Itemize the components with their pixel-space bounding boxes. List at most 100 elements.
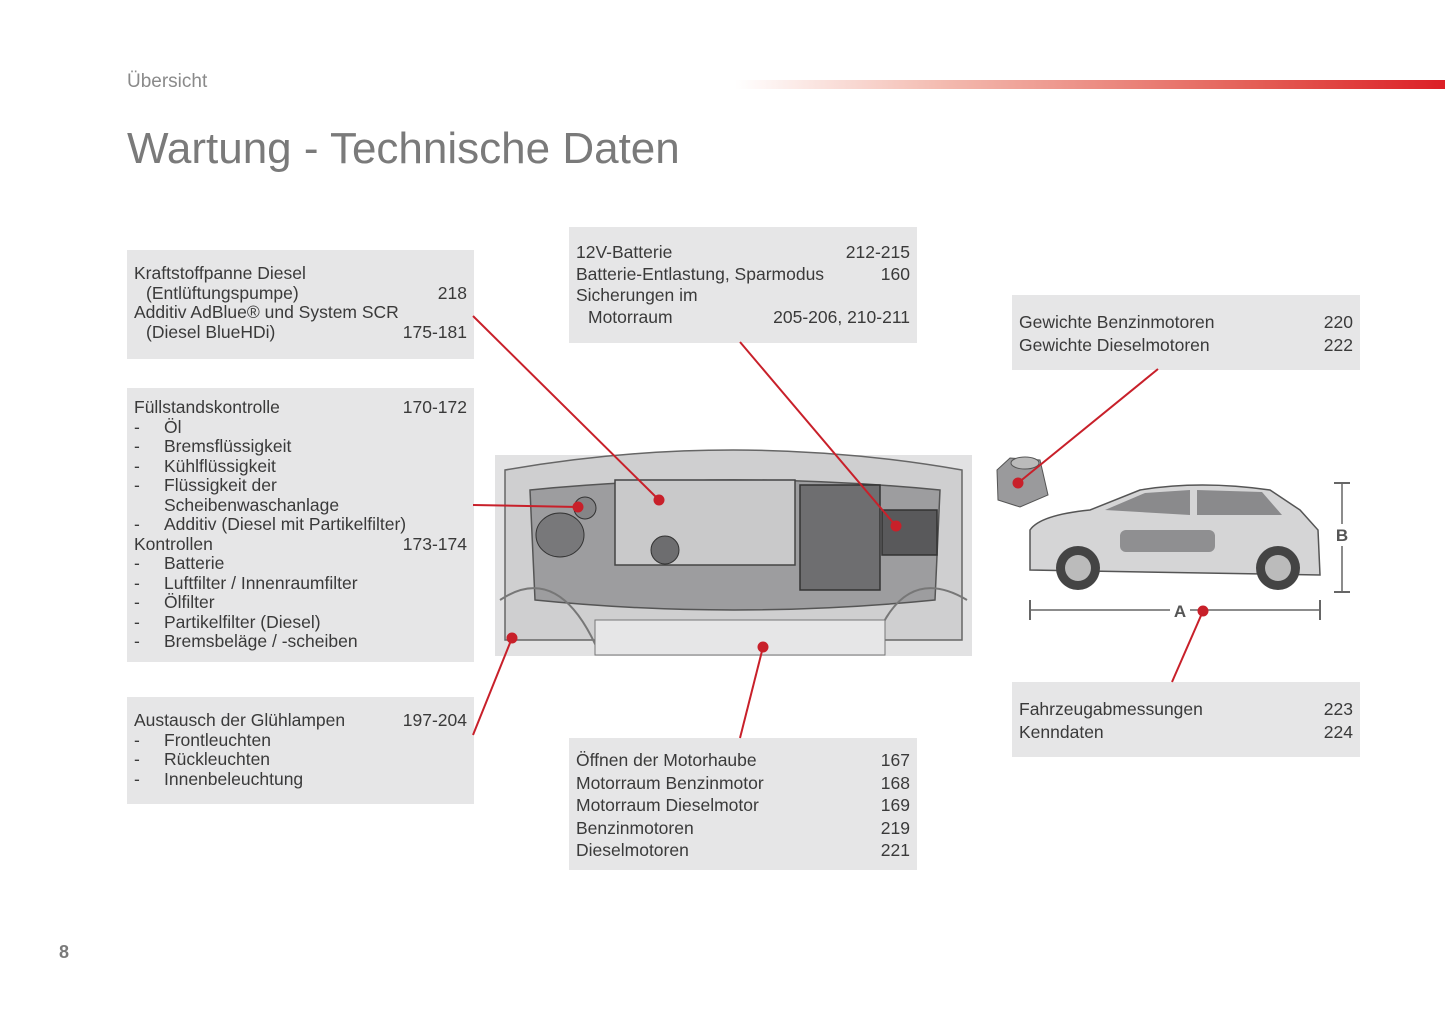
row-label: Füllstandskontrolle [134,397,280,417]
leader-line-battery [739,341,897,527]
page-reference[interactable]: 168 [880,772,910,793]
leader-line-dimensions [1171,610,1204,683]
row-label: Bremsbeläge / -scheiben [134,631,467,652]
box-row: Batterie [134,553,467,574]
page-reference[interactable]: 223 [1323,699,1353,719]
car-side-illustration: A B [1029,482,1351,621]
page-reference[interactable]: 221 [880,840,910,860]
box-row: Öffnen der Motorhaube 167 [576,749,910,772]
row-label: Öl [134,417,467,438]
callout-dot [572,501,584,513]
box-fuel: Kraftstoffpanne Diesel(Entlüftungspumpe)… [127,250,474,359]
row-label: Additiv AdBlue® und System SCR [134,302,399,322]
page-title: Wartung - Technische Daten [127,124,680,173]
row-label: Austausch der Glühlampen [134,710,346,730]
dimension-label-a: A [1174,602,1186,621]
row-label: Batterie [134,553,467,574]
row-label: Sicherungen im [576,285,698,305]
dimension-label-b: B [1336,526,1348,545]
leader-line-lamps [472,637,513,736]
row-label: Frontleuchten [134,730,467,751]
callout-dot [653,494,665,506]
row-label: (Diesel BlueHDi) [146,321,276,342]
section-label: Übersicht [127,71,208,92]
leader-line-levels [472,504,579,508]
box-row: Innenbeleuchtung [134,769,467,790]
row-label: Kontrollen [134,533,213,554]
box-row: Flüssigkeit der [134,475,467,496]
box-row: Kühlflüssigkeit [134,456,467,477]
row-label: Flüssigkeit der [134,475,467,496]
box-row: Additiv (Diesel mit Partikelfilter) [134,514,467,535]
page-reference[interactable]: 197-204 [402,710,467,730]
page-reference[interactable]: 167 [880,750,910,770]
row-label: Ölfilter [134,592,467,613]
box-row: Benzinmotoren 219 [576,817,910,840]
box-row: Ölfilter [134,592,467,613]
box-row: Sicherungen im [576,285,910,307]
row-label: Motorraum [588,306,673,327]
page-reference[interactable]: 220 [1323,312,1353,332]
header-accent-bar [735,80,1445,89]
row-label: Bremsflüssigkeit [134,436,467,457]
callout-dot [1012,477,1024,489]
page-reference[interactable]: 219 [880,817,910,838]
page-reference[interactable]: 205-206, 210-211 [773,306,910,327]
box-row: Bremsbeläge / -scheiben [134,631,467,652]
box-row: Scheibenwaschanlage [134,494,467,516]
leader-line-weights [1017,368,1159,484]
box-row: Dieselmotoren 221 [576,839,910,862]
box-row: Kraftstoffpanne Diesel [134,263,467,284]
page-reference[interactable]: 170-172 [402,397,467,417]
callout-dot [757,641,769,653]
page-reference[interactable]: 173-174 [402,533,467,554]
box-row: Öl [134,417,467,438]
box-row: Füllstandskontrolle 170-172 [134,397,467,418]
row-label: Dieselmotoren [576,840,689,860]
callout-dot [890,520,902,532]
engine-bay-illustration [495,449,972,656]
row-label: Kühlflüssigkeit [134,456,467,477]
box-row: Kenndaten 224 [1019,721,1353,744]
row-label: Scheibenwaschanlage [164,494,340,515]
row-label: Rückleuchten [134,749,467,770]
row-label: Kenndaten [1019,721,1104,742]
box-row: Kontrollen 173-174 [134,533,467,555]
box-row: Frontleuchten [134,730,467,751]
page-reference[interactable]: 212-215 [845,242,910,262]
page-reference[interactable]: 175-181 [402,321,467,342]
row-label: (Entlüftungspumpe) [146,282,299,303]
box-row: Partikelfilter (Diesel) [134,612,467,633]
row-label: Additiv (Diesel mit Partikelfilter) [134,514,467,535]
page-reference[interactable]: 224 [1323,721,1353,742]
page-reference[interactable]: 169 [880,795,910,815]
row-label: Luftfilter / Innenraumfilter [134,573,467,594]
row-label: Innenbeleuchtung [134,769,467,790]
row-label: Partikelfilter (Diesel) [134,612,467,633]
box-row: Gewichte Dieselmotoren 222 [1019,334,1353,357]
row-label: Gewichte Dieselmotoren [1019,334,1210,355]
row-label: Benzinmotoren [576,817,694,838]
box-row: Motorraum 205-206, 210-211 [576,307,910,329]
row-label: Gewichte Benzinmotoren [1019,312,1215,332]
leader-line-fuel [472,315,660,501]
page-reference[interactable]: 160 [880,263,910,284]
callout-dot [1197,605,1209,617]
row-label: 12V-Batterie [576,242,673,262]
leader-lines [472,315,1209,739]
callout-dot [506,632,518,644]
box-row: 12V-Batterie 212-215 [576,242,910,264]
box-row: (Entlüftungspumpe) 218 [134,282,467,304]
page-reference[interactable]: 222 [1323,334,1353,355]
row-label: Öffnen der Motorhaube [576,750,757,770]
box-row: Gewichte Benzinmotoren 220 [1019,311,1353,334]
row-label: Motorraum Dieselmotor [576,795,759,815]
page-reference[interactable]: 218 [437,282,467,303]
